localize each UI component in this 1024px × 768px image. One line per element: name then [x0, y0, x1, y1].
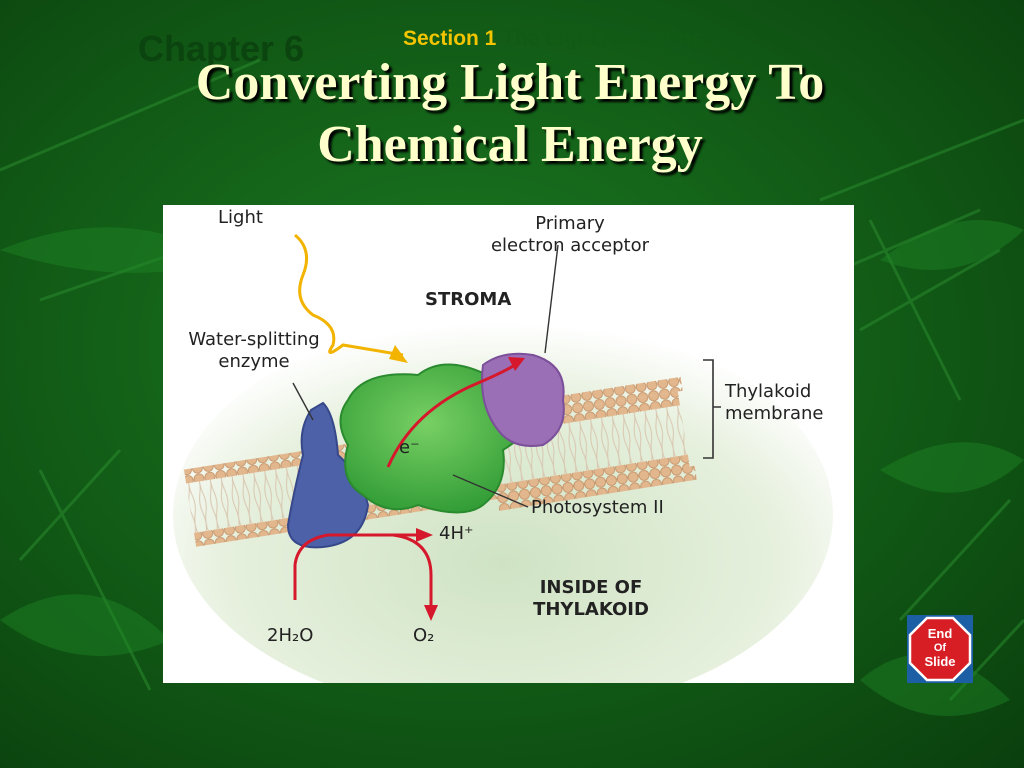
- inside-line2: THYLAKOID: [533, 599, 649, 620]
- water-splitting-enzyme-shape: [286, 401, 370, 549]
- chapter-label: Chapter 6: [138, 28, 305, 69]
- end-line3: Slide: [924, 654, 956, 669]
- hydrogen-arrowhead: [416, 528, 433, 542]
- thylakoid-membrane-line2: membrane: [725, 403, 824, 424]
- section-heading: Section 1 The Light Reactions: [403, 27, 703, 51]
- water-enzyme-line1: Water-splitting: [188, 329, 320, 350]
- section-label: Section 1: [403, 27, 497, 50]
- light-arrow: [293, 233, 404, 357]
- water-enzyme-line2: enzyme: [218, 351, 290, 372]
- section-title: The Light Reactions: [502, 27, 703, 50]
- thylakoid-membrane-label: Thylakoid membrane: [725, 381, 823, 425]
- primary-acceptor-label: Primary electron acceptor: [455, 213, 685, 257]
- end-line2: Of: [933, 642, 947, 654]
- inside-line1: INSIDE OF: [539, 577, 643, 598]
- oxygen-arrowhead: [424, 605, 438, 621]
- water-enzyme-label: Water-splitting enzyme: [163, 329, 345, 373]
- end-of-slide-button[interactable]: End Of Slide: [907, 615, 973, 683]
- primary-acceptor-shape: [481, 352, 565, 447]
- water-label: 2H₂O: [267, 625, 314, 646]
- oxygen-label: O₂: [413, 625, 435, 646]
- water-arrow: [293, 533, 418, 600]
- photosystem-diagram: Light Primary electron acceptor STROMA W…: [163, 205, 854, 683]
- inside-thylakoid-label: INSIDE OF THYLAKOID: [511, 577, 671, 621]
- electron-arrow: [386, 361, 519, 468]
- photosystem-leader: [452, 474, 529, 508]
- primary-acceptor-line2: electron acceptor: [490, 235, 650, 256]
- electron-label: e⁻: [399, 437, 420, 458]
- membrane-bracket: [703, 359, 721, 459]
- thylakoid-membrane-line1: Thylakoid: [725, 381, 812, 402]
- end-line1: End: [927, 626, 953, 641]
- stop-sign-icon: [908, 616, 972, 682]
- photosystem-label: Photosystem II: [531, 497, 664, 518]
- slide-title: Converting Light Energy To Chemical Ener…: [195, 54, 825, 174]
- diagram-artwork: [163, 205, 854, 683]
- acceptor-leader: [544, 244, 559, 354]
- enzyme-leader: [292, 382, 314, 421]
- primary-acceptor-line1: Primary: [535, 213, 605, 234]
- light-label: Light: [218, 207, 263, 228]
- oxygen-arrow: [392, 533, 433, 607]
- hydrogen-ions-label: 4H⁺: [439, 523, 474, 544]
- stroma-label: STROMA: [425, 289, 512, 310]
- light-arrowhead: [389, 345, 408, 363]
- electron-arrowhead: [508, 357, 525, 371]
